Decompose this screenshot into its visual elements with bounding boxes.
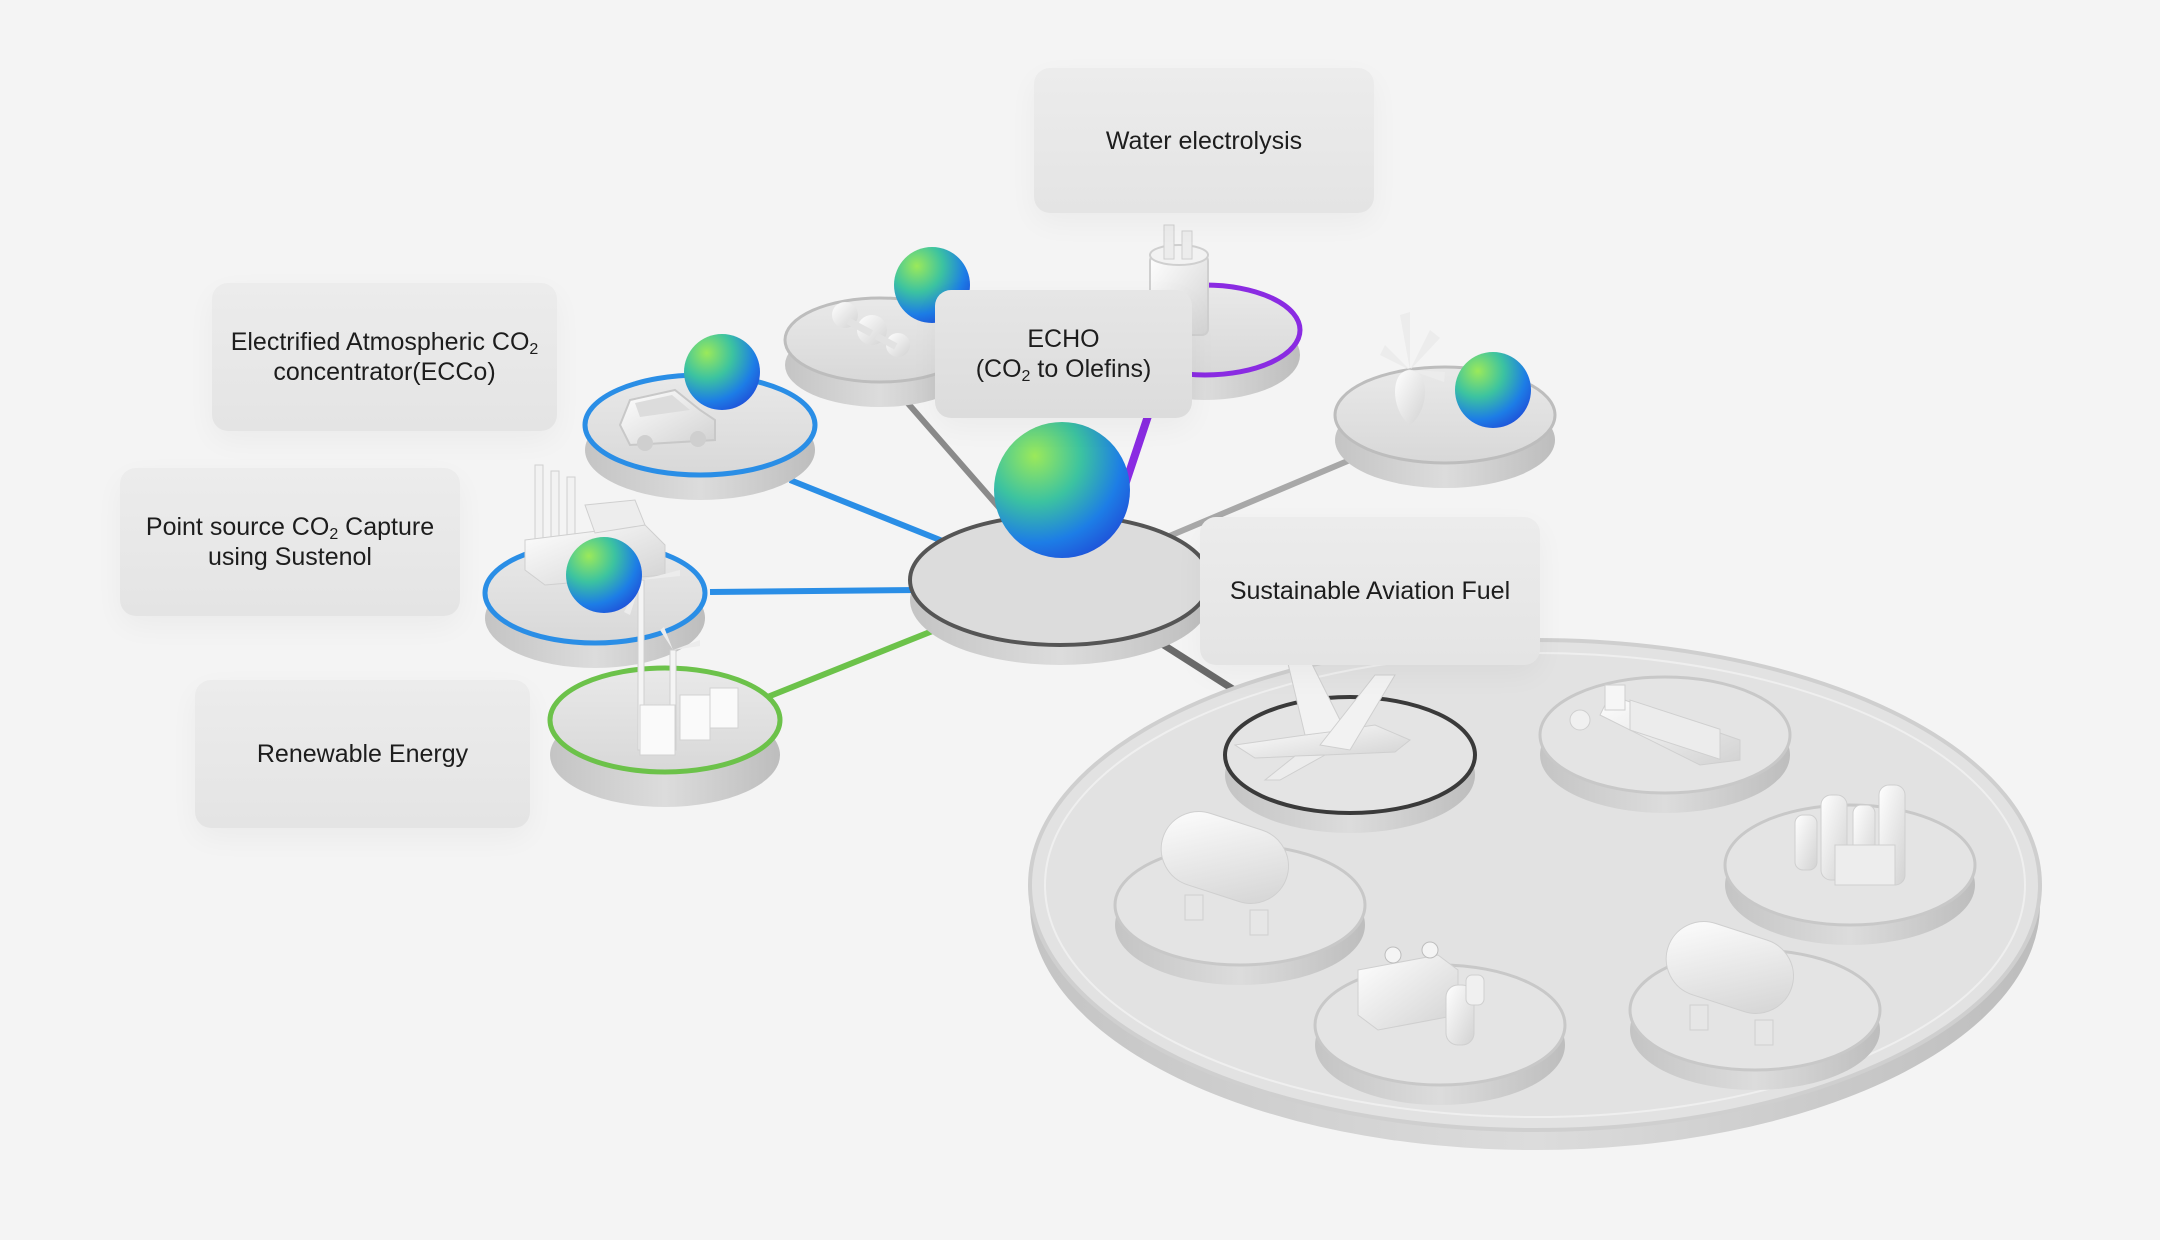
connector-point [709, 587, 921, 595]
tank2-platform [1628, 921, 1882, 1090]
balloon-turbine-icon [1380, 312, 1445, 425]
molecule-icon [832, 302, 910, 357]
label-ecco-line2: concentrator(ECCo) [273, 358, 496, 386]
storage-tank-icon [1665, 921, 1794, 1046]
connector-molecule [902, 398, 1013, 522]
storage-tank-icon [1160, 811, 1289, 936]
generator-icon [1357, 941, 1485, 1046]
car-icon [618, 388, 716, 451]
generator-platform [1313, 941, 1567, 1105]
label-renewable-energy: Renewable Energy [195, 680, 530, 828]
label-water-electrolysis: Water electrolysis [1034, 68, 1374, 213]
label-water-electrolysis-text: Water electrolysis [1105, 126, 1303, 155]
cargo-ship-icon [1569, 684, 1741, 766]
chemical-plant-icon [1794, 784, 1906, 886]
label-echo: ECHO (CO2 to Olefins) [935, 290, 1192, 418]
echo-hub-platform [908, 513, 1212, 665]
connector-renewable [758, 617, 962, 703]
ship-platform [1538, 675, 1792, 813]
chemical-plant-platform [1723, 784, 1977, 945]
sphere-echo-hub [994, 422, 1130, 558]
sphere-ecco [684, 334, 760, 410]
connector-balloon [1158, 457, 1352, 543]
sphere-balloon [1455, 352, 1531, 428]
tank-platform [1113, 811, 1367, 985]
label-ecco-line1: Electrified Atmospheric CO2 [230, 328, 539, 358]
label-point-source: Point source CO2 Capture using Sustenol [120, 468, 460, 616]
label-echo-line2: (CO2 to Olefins) [975, 355, 1152, 385]
label-ecco: Electrified Atmospheric CO2 concentrator… [212, 283, 557, 431]
label-point-source-line1: Point source CO2 Capture [145, 513, 435, 543]
label-point-source-line2: using Sustenol [207, 543, 372, 571]
label-echo-line1: ECHO [1027, 325, 1100, 353]
label-saf: Sustainable Aviation Fuel [1200, 517, 1540, 665]
renewable-platform [547, 542, 783, 807]
label-saf-text: Sustainable Aviation Fuel [1229, 577, 1511, 605]
label-renewable-energy-text: Renewable Energy [256, 740, 469, 768]
sphere-point-source [566, 537, 642, 613]
